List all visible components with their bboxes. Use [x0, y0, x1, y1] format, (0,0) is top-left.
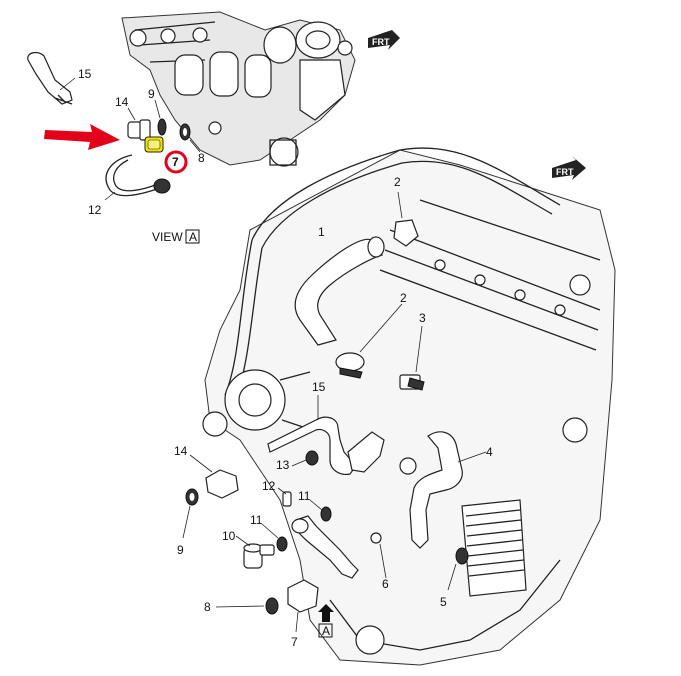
- callout-14-inset: 14: [115, 95, 129, 109]
- view-a-label: VIEW A: [152, 229, 200, 244]
- callout-13: 13: [276, 458, 290, 472]
- callout-15: 15: [312, 380, 326, 394]
- oil-cooler-5: [447, 499, 527, 597]
- fitting-14: [189, 454, 239, 499]
- hose-middle: [347, 431, 417, 475]
- callout-7-inset: 7: [172, 155, 179, 169]
- bolt-6: [370, 532, 387, 579]
- washer-13: [291, 450, 319, 467]
- callout-1: 1: [318, 225, 325, 239]
- callout-5: 5: [440, 595, 447, 609]
- forward-arrow-icon: FRT: [368, 26, 400, 50]
- washer-8: [215, 597, 279, 615]
- fitting-12: [277, 487, 292, 507]
- callout-14: 14: [174, 444, 188, 458]
- inset-washer-9: [154, 99, 167, 136]
- turbocharger-manifold: [121, 11, 356, 167]
- fitting-7: [287, 579, 319, 633]
- inset-view: FRT: [27, 11, 400, 244]
- callout-7: 7: [291, 635, 298, 649]
- callout-9-inset: 9: [148, 87, 155, 101]
- callout-8: 8: [204, 600, 211, 614]
- washer-11-lower: [261, 523, 288, 552]
- svg-text:A: A: [322, 624, 330, 638]
- callout-4: 4: [486, 445, 493, 459]
- callout-9: 9: [177, 543, 184, 557]
- head-bolts: [434, 259, 591, 443]
- water-pump: [202, 369, 313, 437]
- bolt-10: [235, 535, 275, 569]
- inset-pipe-15: [27, 51, 76, 105]
- engine-main-view: FRT A 1 2 2 3 4 5 6 7 8 9 10 11 11 12 13…: [174, 147, 616, 666]
- callout-10: 10: [222, 529, 236, 543]
- callout-11-upper: 11: [298, 489, 311, 503]
- washer-9: [182, 488, 199, 539]
- sensor-3: [399, 325, 425, 391]
- callout-2-upper: 2: [394, 175, 401, 189]
- red-pointer-arrow-icon: [44, 124, 120, 150]
- callout-3: 3: [419, 311, 426, 325]
- callout-8-inset: 8: [198, 151, 205, 165]
- view-a-pointer: A: [318, 604, 334, 638]
- inset-washer-8: [179, 123, 201, 153]
- callout-12: 12: [262, 479, 276, 493]
- callout-12-inset: 12: [88, 203, 102, 217]
- clamp-2-upper: [393, 191, 419, 247]
- callout-15-inset: 15: [78, 67, 92, 81]
- svg-text:VIEW: VIEW: [152, 230, 183, 244]
- hose-12: [291, 515, 359, 579]
- callout-6: 6: [382, 577, 389, 591]
- svg-text:FRT: FRT: [372, 37, 390, 47]
- callout-7-ring: [164, 150, 188, 174]
- washer-11-upper: [309, 499, 332, 522]
- svg-text:A: A: [189, 230, 197, 244]
- inset-fitting-14: [127, 107, 151, 141]
- clamp-2-lower: [335, 303, 403, 379]
- highlighted-fitting-7: [144, 136, 164, 153]
- hose-1: [294, 236, 385, 346]
- callout-2-lower: 2: [400, 291, 407, 305]
- svg-text:FRT: FRT: [556, 167, 574, 177]
- hose-4: [409, 431, 487, 549]
- inset-hose-12: [104, 154, 171, 201]
- forward-arrow-icon: FRT: [552, 156, 586, 180]
- callout-11-lower: 11: [250, 513, 263, 527]
- pipe-15: [267, 395, 357, 475]
